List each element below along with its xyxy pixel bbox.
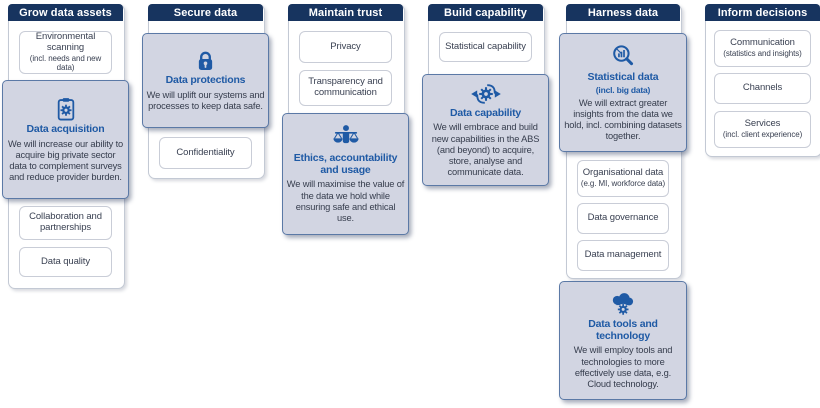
lock-icon (193, 49, 218, 73)
clipboard-gear-icon (53, 96, 79, 122)
item-label: Statistical capability (445, 40, 526, 52)
item-collaboration-partnerships: Collaboration and partnerships (19, 206, 112, 240)
item-label: Transparency and communication (308, 76, 383, 98)
highlight-title: Ethics, accountability and usage (293, 151, 398, 176)
item-data-management: Data management (577, 240, 669, 271)
item-sublabel: (incl. client experience) (722, 130, 803, 140)
column-header-harness-data: Harness data (566, 4, 680, 21)
item-label: Organisational data (582, 167, 664, 179)
highlight-statistical-data: Statistical data (incl. big data) We wil… (559, 33, 687, 152)
column-header-secure-data: Secure data (148, 4, 263, 21)
highlight-body: We will uplift our systems and processes… (146, 89, 265, 111)
highlight-title: Data capability (449, 106, 522, 119)
item-label: Services (744, 118, 781, 130)
item-label: Communication (730, 37, 795, 49)
item-sublabel: (e.g. MI, workforce data) (580, 179, 666, 189)
magnifier-chart-icon (610, 43, 637, 70)
item-sublabel: (statistics and insights) (723, 49, 802, 59)
highlight-title: Data acquisition (26, 122, 105, 135)
item-label: Privacy (330, 40, 361, 52)
highlight-title: Data protections (165, 73, 246, 86)
highlight-body: We will employ tools and technologies to… (573, 345, 673, 389)
cloud-gear-icon (608, 291, 638, 317)
item-confidentiality: Confidentiality (159, 137, 252, 169)
item-sublabel: (incl. needs and new data) (29, 54, 102, 72)
highlight-body: We will increase our ability to acquire … (7, 138, 124, 183)
highlight-data-capability: Data capability We will embrace and buil… (422, 74, 549, 186)
column-header-grow-data-assets: Grow data assets (8, 4, 123, 21)
highlight-subtitle: (incl. big data) (595, 84, 651, 95)
highlight-data-acquisition: Data acquisition We will increase our ab… (2, 80, 129, 199)
item-statistical-capability: Statistical capability (439, 32, 532, 62)
item-communication: Communication (statistics and insights) (714, 30, 811, 67)
item-services: Services (incl. client experience) (714, 111, 811, 148)
item-label: Data governance (587, 212, 659, 224)
item-data-governance: Data governance (577, 203, 669, 234)
highlight-ethics-accountability-usage: Ethics, accountability and usage We will… (282, 113, 409, 235)
column-header-build-capability: Build capability (428, 4, 543, 21)
item-channels: Channels (714, 73, 811, 104)
highlight-data-protections: Data protections We will uplift our syst… (142, 33, 269, 128)
scales-icon (330, 124, 362, 151)
highlight-title: Data tools and technology (588, 317, 658, 342)
item-environmental-scanning: Environmental scanning (incl. needs and … (19, 31, 112, 74)
highlight-body: We will maximise the value of the data w… (286, 179, 405, 223)
highlight-title: Statistical data (587, 70, 659, 83)
highlight-body: We will extract greater insights from th… (564, 97, 682, 142)
gear-arrows-icon (470, 82, 502, 106)
column-header-maintain-trust: Maintain trust (288, 4, 403, 21)
item-label: Channels (742, 82, 783, 94)
item-data-quality: Data quality (19, 247, 112, 277)
item-privacy: Privacy (299, 31, 392, 63)
item-label: Data management (584, 249, 662, 261)
item-label: Confidentiality (176, 146, 235, 158)
item-transparency-communication: Transparency and communication (299, 70, 392, 106)
highlight-data-tools-technology: Data tools and technology We will employ… (559, 281, 687, 400)
column-header-inform-decisions: Inform decisions (705, 4, 820, 21)
item-label: Data quality (41, 255, 90, 267)
item-label: Environmental scanning (35, 31, 96, 54)
item-organisational-data: Organisational data (e.g. MI, workforce … (577, 160, 669, 197)
highlight-body: We will embrace and build new capabiliti… (431, 122, 540, 178)
item-label: Collaboration and partnerships (29, 211, 102, 233)
